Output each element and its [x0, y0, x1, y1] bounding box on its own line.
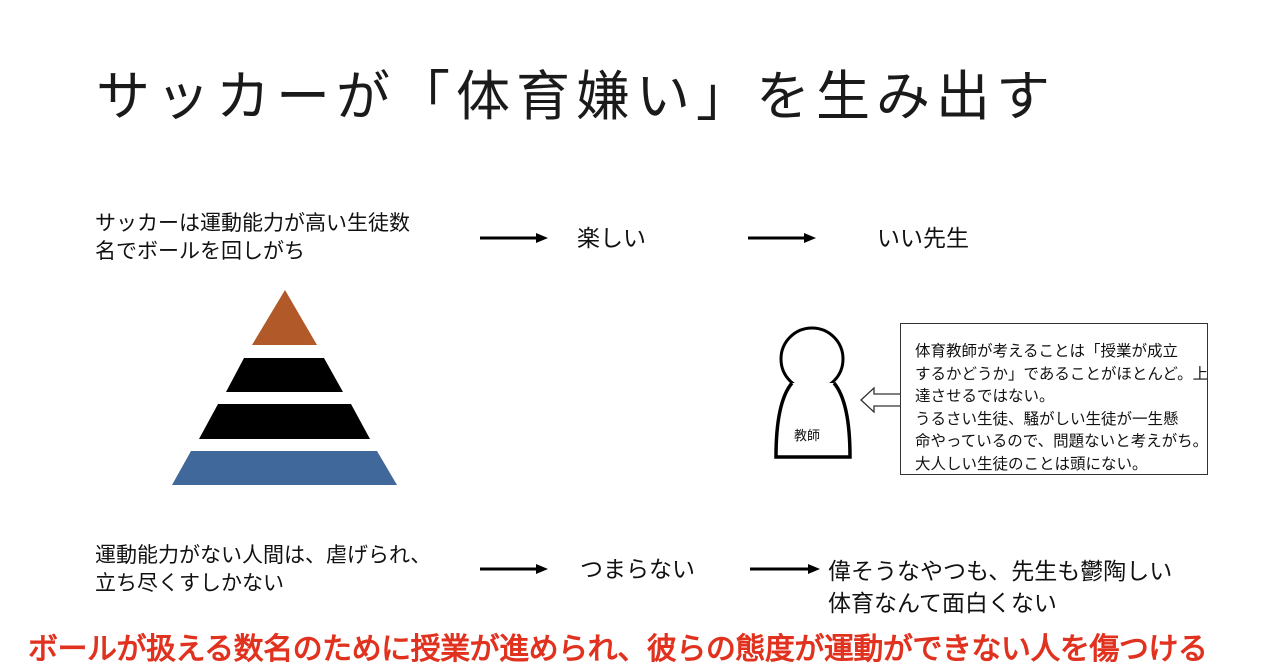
- teacher-thought-callout: 体育教師が考えることは「授業が成立 するかどうか」であることがほとんど。上 達さ…: [900, 323, 1208, 475]
- top-effect-text: 楽しい: [577, 226, 646, 252]
- bottom-result-line-2: 体育なんて面白くない: [828, 591, 1057, 617]
- pyramid-tier-lower-middle: [199, 404, 370, 439]
- bottom-cause-line-2: 立ち尽くすしかない: [95, 571, 284, 595]
- pyramid-tier-top: [252, 290, 317, 345]
- hollow-arrow-left-icon: [860, 386, 902, 414]
- arrow-right-icon: [750, 564, 820, 574]
- arrow-right-icon: [748, 233, 816, 243]
- callout-line: 命やっているので、問題ないと考えがち。: [915, 432, 1209, 450]
- callout-line: うるさい生徒、騒がしい生徒が一生懸: [915, 409, 1179, 428]
- slide-title: サッカーが「体育嫌い」を生み出す: [96, 65, 1056, 128]
- bottom-result-line-1: 偉そうなやつも、先生も鬱陶しい: [828, 559, 1173, 585]
- conclusion-banner: ボールが扱える数名のために授業が進められ、彼らの態度が運動ができない人を傷つける: [28, 632, 1208, 667]
- pyramid-tier-upper-middle: [226, 358, 343, 392]
- top-result-text: いい先生: [877, 226, 969, 252]
- callout-line: 大人しい生徒のことは頭にない。: [915, 454, 1148, 473]
- bottom-effect-text: つまらない: [580, 557, 695, 583]
- arrow-right-icon: [480, 233, 548, 243]
- bottom-cause-line-1: 運動能力がない人間は、虐げられ、: [95, 543, 432, 567]
- top-cause-text: サッカーは運動能力が高い生徒数 名でボールを回しがち: [95, 209, 410, 265]
- pyramid-diagram: [172, 290, 397, 485]
- top-cause-line-1: サッカーは運動能力が高い生徒数: [95, 211, 410, 235]
- callout-line: するかどうか」であることがほとんど。上: [915, 364, 1209, 383]
- callout-line: 達させるではない。: [915, 387, 1055, 405]
- top-cause-line-2: 名でボールを回しがち: [95, 239, 305, 263]
- bottom-result-text: 偉そうなやつも、先生も鬱陶しい 体育なんて面白くない: [828, 556, 1172, 620]
- bottom-cause-text: 運動能力がない人間は、虐げられ、 立ち尽くすしかない: [95, 541, 431, 597]
- teacher-label: 教師: [794, 429, 821, 444]
- arrow-right-icon: [480, 564, 548, 574]
- teacher-figure: [774, 326, 852, 459]
- callout-line: 体育教師が考えることは「授業が成立: [915, 342, 1179, 360]
- pyramid-tier-base: [172, 451, 397, 485]
